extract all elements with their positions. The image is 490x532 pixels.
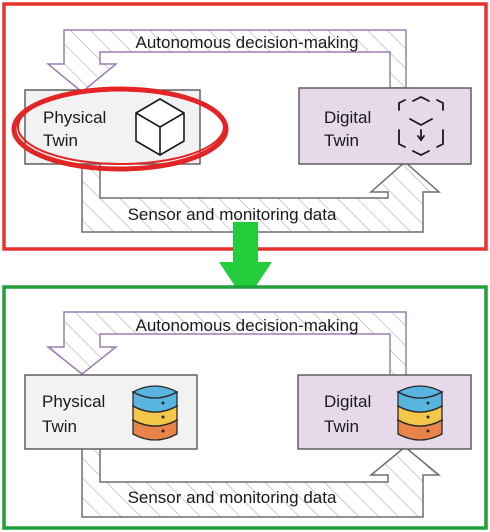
down-arrow-icon bbox=[219, 222, 272, 302]
digital-twin-label-line1: Digital bbox=[324, 108, 371, 127]
server-stack-icon bbox=[132, 385, 178, 441]
physical-twin-box: Physical Twin bbox=[24, 374, 198, 450]
decision-arrow-label: Autonomous decision-making bbox=[135, 33, 358, 52]
digital-twin-label-line1: Digital bbox=[324, 392, 371, 411]
physical-twin-label-line1: Physical bbox=[43, 108, 106, 127]
panel-before: Autonomous decision-making Sensor and mo… bbox=[2, 2, 488, 251]
server-stack-icon bbox=[397, 385, 443, 441]
digital-twin-box: Digital Twin bbox=[297, 374, 472, 450]
sensor-data-arrow-label: Sensor and monitoring data bbox=[128, 205, 337, 224]
physical-twin-label-line2: Twin bbox=[43, 131, 78, 150]
digital-twin-label-line2: Twin bbox=[324, 131, 359, 150]
decision-arrow-label: Autonomous decision-making bbox=[135, 316, 358, 335]
physical-twin-box: Physical Twin bbox=[24, 89, 201, 165]
digital-twin-label-line2: Twin bbox=[324, 417, 359, 436]
cube-icon bbox=[135, 98, 185, 156]
physical-twin-label-line1: Physical bbox=[42, 392, 105, 411]
sensor-data-arrow bbox=[81, 446, 442, 518]
panel-after: Autonomous decision-making Sensor and mo… bbox=[2, 285, 488, 530]
dashed-cube-icon bbox=[398, 95, 444, 157]
highlight-ellipse bbox=[11, 86, 229, 172]
physical-twin-label-line2: Twin bbox=[42, 417, 77, 436]
sensor-data-arrow-label: Sensor and monitoring data bbox=[128, 488, 337, 507]
digital-twin-box: Digital Twin bbox=[298, 87, 472, 165]
sensor-data-arrow bbox=[81, 147, 441, 233]
highlight-ellipse-inner bbox=[17, 89, 225, 165]
